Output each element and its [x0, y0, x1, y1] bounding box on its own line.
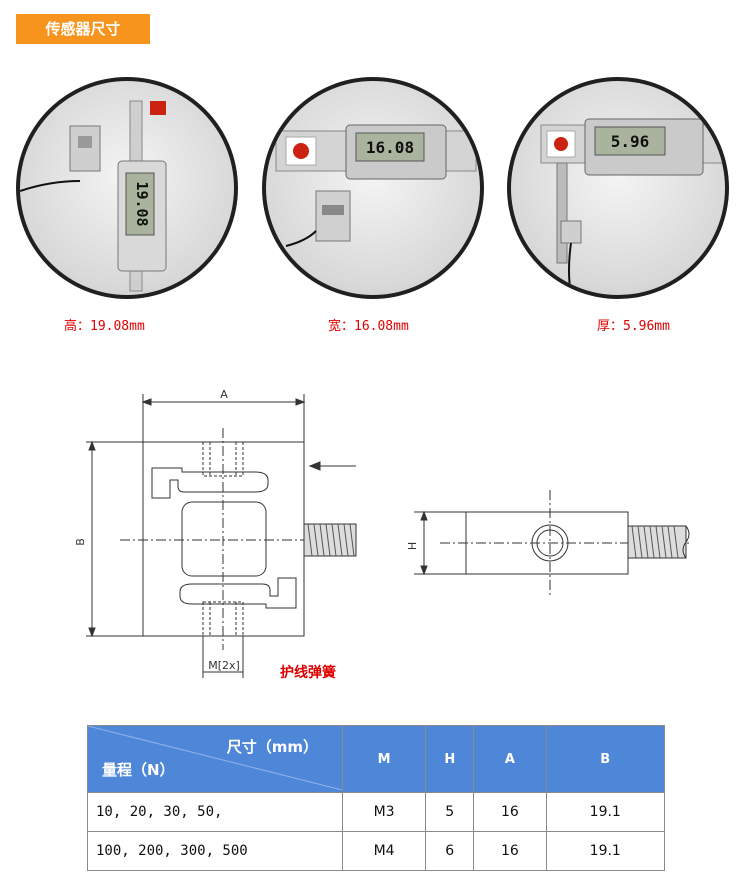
- dimension-drawing: A B H M[2x]: [74, 388, 690, 678]
- table-row: 100, 200, 300, 500 M4 6 16 19.1: [87, 831, 666, 871]
- caption-thickness: 厚：5.96mm: [597, 319, 670, 334]
- diagonal-header-cell: 尺寸（mm） 量程（N）: [87, 725, 343, 793]
- h-cell: 6: [425, 831, 475, 871]
- caliper-reading-width: 16.08: [366, 138, 414, 157]
- range-cell: 100, 200, 300, 500: [87, 831, 343, 871]
- dim-label-a: A: [220, 388, 228, 401]
- section-title: 传感器尺寸: [16, 14, 150, 44]
- m-cell: M4: [341, 831, 427, 871]
- caliper-photo-height: 19.08: [16, 77, 238, 299]
- a-cell: 16: [473, 792, 547, 832]
- caliper-thickness-illustration: 5.96: [540, 118, 725, 295]
- table-row: 10, 20, 30, 50, M3 5 16 19.1: [87, 792, 666, 832]
- spring-label: 护线弹簧: [280, 665, 336, 681]
- caliper-photo-width: 16.08: [262, 77, 484, 299]
- caliper-photo-thickness: 5.96: [507, 77, 729, 299]
- dim-label-h: H: [406, 542, 419, 550]
- m-cell: M3: [341, 792, 427, 832]
- table-header-row: 尺寸（mm） 量程（N） M H A B: [87, 725, 666, 793]
- dim-label-b: B: [74, 538, 87, 546]
- b-cell: 19.1: [545, 831, 666, 871]
- caliper-horizontal-illustration: 16.08: [275, 124, 477, 247]
- caption-height: 高：19.08mm: [64, 319, 145, 334]
- a-cell: 16: [473, 831, 547, 871]
- column-header-a: A: [473, 725, 547, 793]
- dim-label-m: M[2x]: [208, 659, 240, 672]
- caliper-vertical-illustration: 19.08: [20, 100, 167, 292]
- caliper-reading-thickness: 5.96: [611, 132, 650, 151]
- column-header-h: H: [425, 725, 475, 793]
- column-header-m: M: [341, 725, 427, 793]
- range-cell: 10, 20, 30, 50,: [87, 792, 343, 832]
- header-range-label: 量程（N）: [102, 761, 175, 779]
- h-cell: 5: [425, 792, 475, 832]
- spec-table: 尺寸（mm） 量程（N） M H A B 10, 20, 30, 50, M3 …: [87, 725, 666, 871]
- caption-width: 宽：16.08mm: [328, 319, 409, 334]
- caliper-reading-height: 19.08: [133, 181, 151, 226]
- diagonal-line: [88, 726, 342, 790]
- column-header-b: B: [545, 725, 666, 793]
- b-cell: 19.1: [545, 792, 666, 832]
- header-size-label: 尺寸（mm）: [226, 738, 318, 756]
